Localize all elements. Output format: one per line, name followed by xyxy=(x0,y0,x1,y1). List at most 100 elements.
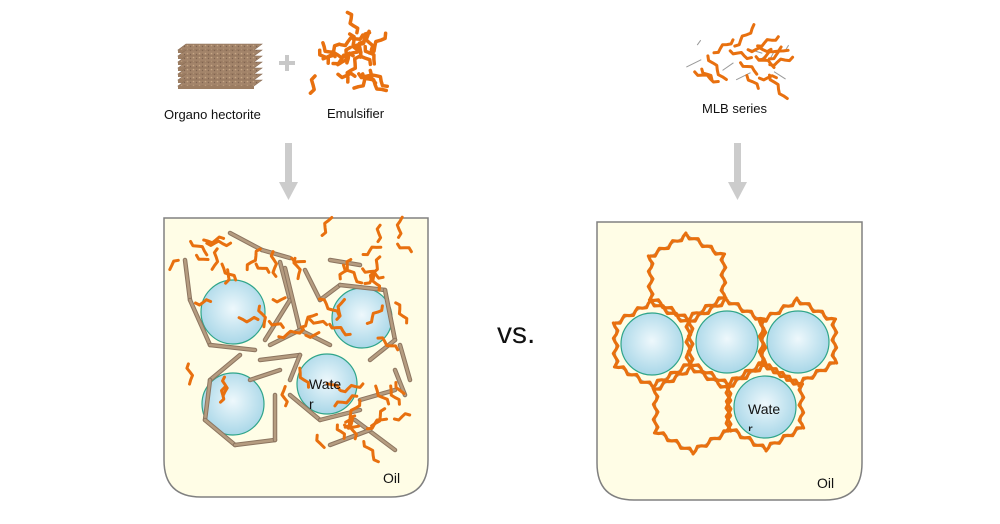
emulsifier-chain xyxy=(685,233,727,256)
mlb-series-icon xyxy=(686,23,795,100)
emulsifier-chain xyxy=(687,363,729,386)
emulsifier-chain xyxy=(338,33,365,48)
emulsifier-chain xyxy=(389,384,401,406)
emulsifier-chain xyxy=(335,423,346,440)
emulsifier-chain xyxy=(224,268,231,285)
emulsifier-chain xyxy=(299,312,319,329)
emulsifier-chain xyxy=(220,262,238,282)
emulsifier-chain xyxy=(686,296,725,323)
emulsifier-chain xyxy=(318,297,341,317)
emulsifier-chain xyxy=(725,428,767,451)
water-droplet xyxy=(733,375,797,439)
emulsifier-chain xyxy=(245,247,262,272)
emulsifier-chain xyxy=(210,247,220,271)
clay-layer xyxy=(177,67,263,75)
emulsifier-chain xyxy=(361,267,385,280)
emulsifier-chain xyxy=(368,255,382,282)
emulsifier-chain xyxy=(396,242,413,254)
clay-platelet-highlight xyxy=(258,353,302,362)
emulsifier-chain xyxy=(654,364,693,391)
water-droplet-label-left: Wate xyxy=(309,376,342,392)
emulsifier-chain xyxy=(365,304,384,325)
emulsifier-chain xyxy=(796,298,838,321)
emulsifier-chain xyxy=(348,417,358,441)
clay-platelet-highlight xyxy=(263,298,292,342)
emulsifier-chain xyxy=(745,74,760,90)
emulsifier-chain xyxy=(727,361,766,388)
organo-hectorite-label: Organo hectorite xyxy=(164,107,261,122)
emulsifier-chain xyxy=(352,30,372,48)
emulsifier-chain xyxy=(304,331,321,339)
emulsifier-chain xyxy=(317,48,331,65)
emulsifier-chain xyxy=(652,431,694,454)
emulsifier-chain xyxy=(830,319,839,365)
oil-phase-label-left: Oil xyxy=(383,470,401,486)
water-droplet-label-right-cont: r xyxy=(748,421,753,431)
clay-layer xyxy=(177,49,263,57)
clay-layer xyxy=(177,79,263,87)
clay-platelet-highlight xyxy=(203,378,212,422)
emulsifier-chain xyxy=(333,394,359,408)
clay-platelet-highlight xyxy=(318,283,342,302)
emulsifier-chain xyxy=(194,298,213,307)
emulsifier-chain xyxy=(168,258,180,271)
emulsifier-chain xyxy=(767,48,790,61)
clay-platelet-highlight xyxy=(303,268,322,302)
clay-platelet-highlight xyxy=(228,231,264,252)
emulsifier-label: Emulsifier xyxy=(327,106,385,121)
emulsifier-chain xyxy=(257,304,267,329)
emulsifier-chain xyxy=(760,296,799,323)
emulsifier-chain xyxy=(320,216,334,237)
emulsifier-chain xyxy=(367,31,388,55)
emulsifier-chain xyxy=(360,72,389,93)
emulsifier-chain xyxy=(195,253,210,261)
emulsifier-chain xyxy=(651,363,690,390)
clay-strand xyxy=(722,62,734,71)
emulsifier-chain xyxy=(376,336,400,352)
emulsifier-chain xyxy=(345,10,360,35)
clay-layer xyxy=(177,55,263,63)
emulsifier-chain xyxy=(754,55,776,69)
emulsifier-chain xyxy=(394,381,406,396)
emulsifier-chain xyxy=(797,384,806,430)
emulsifier-chain xyxy=(646,254,655,300)
clay-platelet-highlight xyxy=(278,260,292,302)
water-droplet xyxy=(200,279,266,345)
clay-layer xyxy=(177,73,263,81)
organo-hectorite-icon xyxy=(177,43,263,89)
emulsifier-chain xyxy=(612,365,654,388)
emulsifier-chain xyxy=(726,361,765,388)
emulsifier-chain xyxy=(267,320,285,329)
clay-platelet-highlight xyxy=(318,408,362,422)
clay-platelet-highlight xyxy=(328,258,362,267)
emulsifier-chain xyxy=(189,240,209,257)
clay-platelet-highlight xyxy=(288,353,302,382)
comparison-label: vs. xyxy=(497,317,536,350)
clay-platelet-highlight xyxy=(203,418,237,447)
emulsifier-chain xyxy=(336,45,352,67)
emulsifier-chain xyxy=(364,29,375,52)
clay-platelet-highlight xyxy=(233,438,277,447)
emulsifier-chain xyxy=(336,71,357,80)
emulsifier-chain xyxy=(650,300,692,323)
emulsifier-chain xyxy=(185,362,194,386)
emulsifier-chain xyxy=(374,384,391,406)
clay-platelet-highlight xyxy=(288,393,322,422)
emulsifier-icon xyxy=(308,10,390,95)
plus-icon xyxy=(279,55,295,71)
emulsifier-chain xyxy=(271,296,287,304)
emulsifier-chain xyxy=(649,231,688,258)
clay-platelet-highlight xyxy=(393,368,407,397)
emulsifier-chain xyxy=(768,73,789,100)
emulsifier-chain xyxy=(757,319,766,365)
clay-platelet-highlight xyxy=(298,328,332,347)
emulsifier-chain xyxy=(237,315,260,324)
emulsifier-chain xyxy=(728,49,753,61)
emulsifier-chain xyxy=(724,384,733,430)
clay-strand xyxy=(773,71,786,80)
emulsifier-chain xyxy=(712,38,735,55)
clay-platelet-highlight xyxy=(368,338,397,362)
emulsifier-chain xyxy=(763,363,805,386)
emulsifier-chain xyxy=(339,382,365,394)
